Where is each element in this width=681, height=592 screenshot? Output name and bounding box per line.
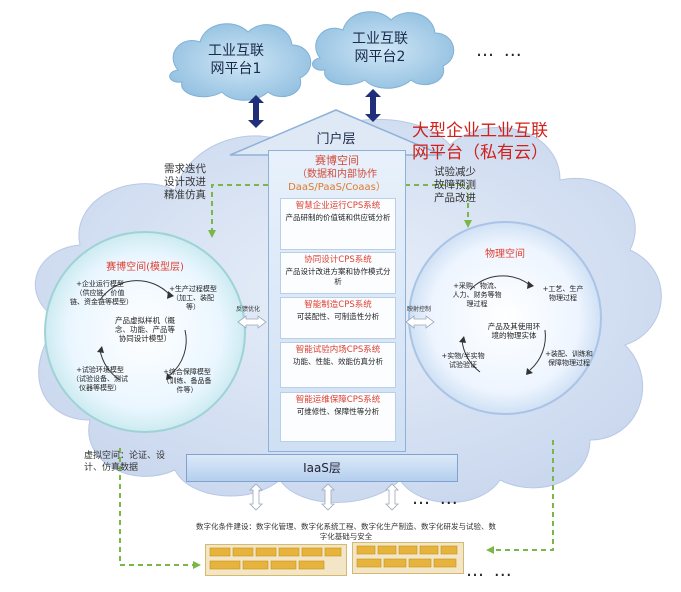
digital-conditions-text: 数字化条件建设：数字化管理、数字化系统工程、数字化生产制造、数字化研发与试验、数… [196, 522, 496, 541]
cps-title: 智能运维保障CPS系统 [295, 395, 381, 405]
cps-desc: 可维修性、保障性等分析 [296, 407, 380, 416]
right-item-process: +工艺、生产物理过程 [542, 285, 584, 302]
platform-1-label: 工业互联 网平台1 [208, 43, 264, 77]
platform-2-label: 工业互联 网平台2 [352, 31, 408, 65]
right-circle-shape [408, 221, 602, 415]
center-title-line2: （数据和内部协作 [297, 169, 377, 180]
feedback-optimization-label: 反馈优化 [236, 306, 261, 313]
enterprise-platform-title: 大型企业工业互联 网平台（私有云） [412, 121, 548, 163]
right-circle-title: 物理空间 [485, 249, 525, 260]
iaas-layer: IaaS层 [186, 454, 458, 482]
left-item-test-model: +试验环境模型（试验设备、测试仪器等模型） [72, 366, 128, 392]
cps-desc: 产品设计改进方案和协作模式分析 [285, 267, 391, 286]
mapping-control-label: 映射控制 [407, 306, 432, 313]
cps-desc: 功能、性能、效能仿真分析 [293, 357, 383, 366]
cps-desc: 产品研制的价值链和供应链分析 [285, 213, 391, 222]
more-bottom-right-ellipsis: … … [466, 560, 514, 581]
left-item-enterprise-model: +企业运行模型（供应链、价值链、资金链等模型） [70, 280, 133, 306]
portal-layer-label: 门户层 [316, 132, 356, 147]
left-item-production-model: +生产过程模型（加工、装配等） [169, 285, 217, 311]
cps-block-maintenance: 智能运维保障CPS系统 可维修性、保障性等分析 [280, 392, 396, 442]
left-circle-shape [44, 231, 246, 433]
right-item-procurement: +采购、物流、人力、财务等物理过程 [452, 282, 502, 308]
cps-block-design: 协同设计CPS系统 产品设计改进方案和协作模式分析 [280, 252, 396, 294]
more-platforms-ellipsis: … … [476, 40, 524, 61]
cps-block-testing: 智能试验内场CPS系统 功能、性能、效能仿真分析 [280, 342, 396, 388]
left-item-virtual-prototype: 产品虚拟样机（概念、功能、产品等协同设计模型） [115, 316, 175, 343]
note-test-reduction: 试验减少 故障预测 产品改进 [434, 166, 476, 204]
right-item-assembly: +装配、训练和保障物理过程 [545, 350, 593, 367]
cps-desc: 可装配性、可制造性分析 [296, 312, 380, 321]
left-circle-title: 赛博空间(模型层) [106, 262, 184, 273]
right-item-verification: +实物/半实物试验验证 [441, 352, 485, 369]
cps-block-manufacturing: 智能制造CPS系统 可装配性、可制造性分析 [280, 297, 396, 339]
cps-title: 智能试验内场CPS系统 [295, 345, 381, 355]
note-requirements-iteration: 需求迭代 设计改进 精准仿真 [164, 163, 206, 201]
more-bottom-mid-ellipsis: … … [412, 488, 460, 509]
center-title-line3: DaaS/PaaS/Coaas） [288, 182, 386, 193]
left-item-support-model: +综合保障模型（训练、备品备件等） [162, 368, 212, 394]
cps-title: 智能制造CPS系统 [304, 300, 372, 310]
right-item-physical-entity: 产品及其使用环境的物理实体 [487, 322, 541, 340]
note-virtual-space: 虚拟空间：论证、设 计、仿真数据 [84, 451, 166, 473]
cps-block-enterprise: 智慧企业运行CPS系统 产品研制的价值链和供应链分析 [280, 198, 396, 250]
cps-title: 协同设计CPS系统 [304, 255, 372, 265]
center-title-line1: 赛博空间 [315, 154, 359, 167]
cps-title: 智慧企业运行CPS系统 [295, 201, 381, 211]
